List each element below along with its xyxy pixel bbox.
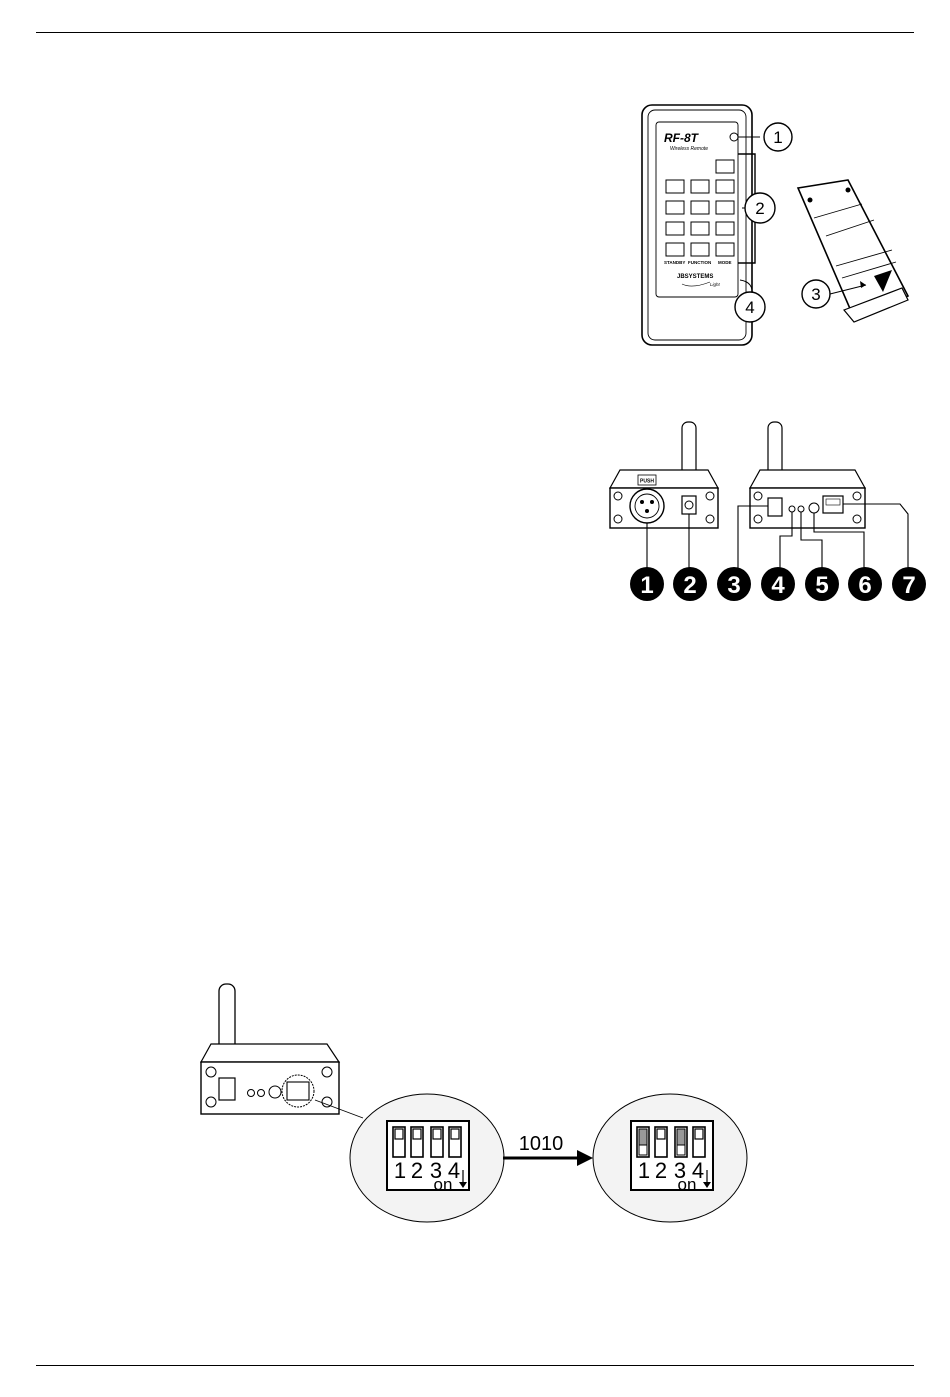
dip-switch-figure: 1 2 3 4 on 1010 1 2 3 4	[195, 978, 755, 1228]
remote-brand-text: RF-8T	[664, 131, 700, 145]
receiver-callout-2-text: 2	[683, 572, 696, 599]
svg-text:3: 3	[811, 285, 820, 304]
remote-key-top	[716, 160, 734, 173]
led-indicator-2	[798, 506, 804, 512]
top-rule	[36, 32, 914, 33]
receiver-callout-7-text: 7	[902, 572, 915, 599]
remote-subtitle-text: Wireless Remote	[670, 146, 708, 152]
remote-led-indicator	[730, 133, 738, 141]
led-indicator-1	[789, 506, 795, 512]
remote-label-mode: MODE	[718, 260, 732, 265]
receiver-callout-6-text: 6	[858, 572, 871, 599]
reset-button	[809, 503, 819, 513]
bottom-rule	[36, 1365, 914, 1366]
dip-off-number-2: 2	[411, 1158, 423, 1183]
dip-off-on-label: on	[434, 1175, 453, 1194]
remote-logo-sub: Light	[710, 282, 721, 287]
svg-text:2: 2	[755, 199, 764, 218]
dip-code-label: 1010	[519, 1133, 564, 1155]
receiver-panels-figure: PUSH	[600, 418, 935, 604]
remote-control-figure: RF-8T Wireless Remote STANDBY FUNCTION M…	[630, 100, 930, 350]
remote-callout-4: 4	[735, 292, 765, 322]
dip-set-number-1: 1	[638, 1158, 650, 1183]
remote-label-standby: STANDBY	[664, 260, 685, 265]
remote-logo-text: JBSYSTEMS	[677, 274, 713, 280]
svg-text:4: 4	[745, 298, 754, 317]
dip-receiver-unit	[201, 984, 363, 1118]
push-label: PUSH	[640, 479, 654, 485]
remote-callout-2: 2	[745, 193, 775, 223]
dip-off-number-1: 1	[394, 1158, 406, 1183]
receiver-front-panel: PUSH	[610, 422, 718, 528]
remote-callout-1: 1	[764, 123, 792, 151]
receiver-callout-1-text: 1	[640, 572, 653, 599]
receiver-back-panel	[750, 422, 865, 528]
arrow-right-icon	[577, 1150, 593, 1166]
dip-magnifier-set: 1 2 3 4 on	[593, 1094, 747, 1222]
remote-label-function: FUNCTION	[688, 260, 711, 265]
receiver-callout-3-text: 3	[727, 572, 740, 599]
dip-set-number-2: 2	[655, 1158, 667, 1183]
dip-magnifier-off: 1 2 3 4 on	[350, 1094, 504, 1222]
dip-set-on-label: on	[678, 1175, 697, 1194]
receiver-callout-5-text: 5	[815, 572, 828, 599]
svg-text:1: 1	[773, 128, 782, 147]
receiver-callout-4-text: 4	[771, 572, 785, 599]
dip-code-arrow: 1010	[503, 1133, 593, 1166]
